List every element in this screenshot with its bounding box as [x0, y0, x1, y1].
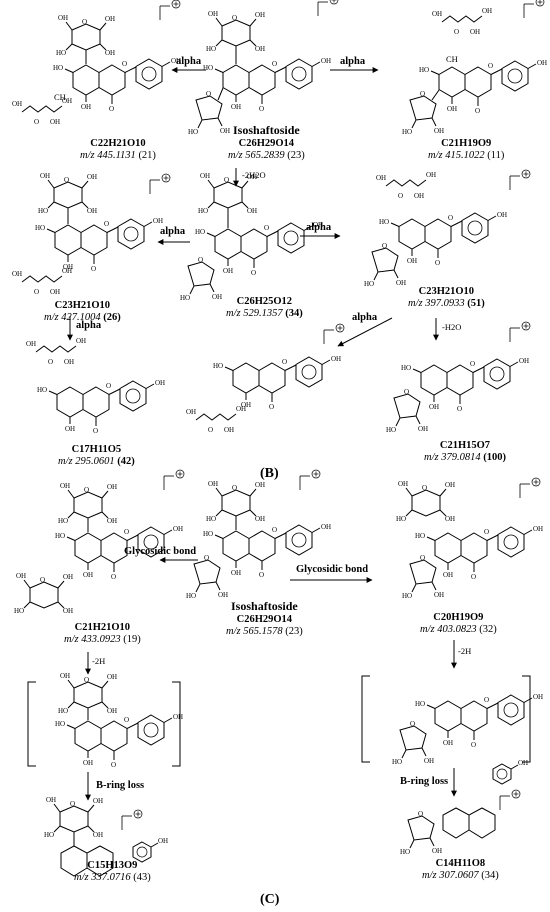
structure-c-left-bracket	[27, 671, 184, 770]
arrows-b	[67, 67, 439, 347]
b-arrow-alpha-midleft: alpha	[160, 226, 186, 237]
b-arrow-minus-h2o: -H2O	[442, 322, 462, 332]
structure-b-bot-right	[385, 321, 531, 435]
b-top-right-intensity: (11)	[487, 150, 505, 162]
b-ch-label-left: CH	[54, 92, 66, 102]
structure-b-mid-left	[11, 171, 171, 297]
b-center-formula: C26H29O14	[238, 137, 295, 149]
b-center-label: Isoshaftoside C26H29O14 m/z 565.2839 (23…	[228, 123, 305, 162]
b-bot-left-mz: m/z 295.0601	[58, 456, 115, 468]
structure-c-left	[13, 469, 185, 616]
c-arrow-glycosidic-right: Glycosidic bond	[296, 564, 369, 575]
b-mid-left-formula: C23H21O10	[54, 300, 111, 311]
b-bot-right-formula: C21H15O7	[439, 440, 491, 451]
structure-c-right	[395, 477, 544, 601]
c-left-final-formula: C15H13O9	[87, 860, 138, 871]
arrows-c	[85, 557, 457, 801]
c-right-final-formula: C14H11O8	[435, 858, 486, 869]
c-arrow-minus-2h-left: -2H	[92, 656, 106, 666]
panel-label-c: (C)	[260, 892, 280, 907]
b-top-left-label: C22H21O10 m/z 445.1131 (21)	[80, 138, 156, 162]
b-arrow-alpha-diag: alpha	[352, 312, 378, 323]
b-mid-right-formula: C23H21O10	[418, 286, 475, 297]
b-mid-center-label: C26H25O12 m/z 529.1357 (34)	[226, 296, 303, 320]
b-mid-center-formula: C26H25O12	[236, 296, 293, 307]
b-bot-left-intensity: (42)	[117, 456, 135, 468]
c-left-label: C21H21O10 m/z 433.0923 (19)	[64, 622, 141, 646]
c-left-formula: C21H21O10	[74, 622, 131, 633]
structure-b-bot-middle	[185, 323, 345, 435]
c-center-mz: m/z 565.1578	[226, 625, 283, 637]
c-center-formula: C26H29O14	[236, 613, 293, 625]
b-mid-center-mz: m/z 529.1357	[226, 308, 283, 320]
structure-c-left-final	[43, 795, 169, 877]
b-arrow-minus-2h2o: -2H2O	[242, 170, 266, 180]
b-bot-left-formula: C17H11O5	[71, 444, 122, 455]
structure-c-right-final	[399, 758, 529, 857]
b-mid-center-intensity: (34)	[285, 308, 303, 320]
b-arrow-alpha-right: alpha	[340, 56, 366, 67]
c-right-final-intensity: (34)	[481, 870, 499, 882]
c-left-intensity: (19)	[123, 634, 141, 646]
b-mid-right-label: C23H21O10 m/z 397.0933 (51)	[408, 286, 485, 310]
b-ch-label-right: CH	[446, 54, 458, 64]
b-top-left-intensity: (21)	[138, 150, 156, 162]
structure-b-top-left	[11, 0, 182, 127]
c-left-final-mz: m/z 337.0716	[74, 872, 131, 884]
structure-c-center	[185, 469, 332, 601]
b-top-left-mz: m/z 445.1131	[80, 150, 136, 162]
b-top-right-formula: C21H19O9	[441, 138, 492, 149]
panel-label-b: (B)	[260, 466, 279, 481]
b-center-name: Isoshaftoside	[233, 123, 300, 137]
c-center-name: Isoshaftoside	[231, 599, 298, 613]
b-center-mz: m/z 565.2839	[228, 149, 285, 161]
c-right-label: C20H19O9 m/z 403.0823 (32)	[420, 612, 497, 636]
b-top-right-mz: m/z 415.1022	[428, 150, 485, 162]
structure-b-top-right	[401, 0, 548, 137]
b-bot-right-intensity: (100)	[483, 452, 506, 464]
c-left-final-label: C15H13O9 m/z 337.0716 (43)	[74, 860, 151, 884]
c-arrow-bring-right: B-ring loss	[400, 776, 449, 787]
c-right-final-label: C14H11O8 m/z 307.0607 (34)	[422, 858, 499, 882]
c-arrow-glycosidic-left: Glycosidic bond	[124, 546, 197, 557]
b-mid-right-mz: m/z 397.0933	[408, 298, 465, 310]
c-arrow-bring-left: B-ring loss	[96, 780, 145, 791]
structure-b-mid-center	[179, 171, 324, 303]
c-left-mz: m/z 433.0923	[64, 634, 121, 646]
b-top-right-label: C21H19O9 m/z 415.1022 (11)	[428, 138, 504, 162]
b-mid-left-label: C23H21O10 m/z 427.1004 (26)	[44, 300, 121, 324]
b-top-left-formula: C22H21O10	[90, 138, 146, 149]
b-bot-right-label: C21H15O7 m/z 379.0814 (100)	[424, 440, 506, 464]
c-right-intensity: (32)	[479, 624, 497, 636]
c-center-label: Isoshaftoside C26H29O14 m/z 565.1578 (23…	[226, 599, 303, 638]
b-mid-left-mz: m/z 427.1004	[44, 312, 101, 324]
b-bot-left-label: C17H11O5 m/z 295.0601 (42)	[58, 444, 135, 468]
structure-c-right-bracket	[361, 675, 544, 767]
b-mid-right-intensity: (51)	[467, 298, 485, 310]
c-left-final-intensity: (43)	[133, 872, 151, 884]
c-center-intensity: (23)	[285, 625, 303, 637]
b-center-intensity: (23)	[287, 149, 305, 161]
b-bot-right-mz: m/z 379.0814	[424, 452, 481, 464]
structure-b-bot-left	[25, 336, 166, 436]
c-right-formula: C20H19O9	[433, 612, 484, 623]
b-mid-left-intensity: (26)	[103, 312, 121, 324]
structure-b-center	[187, 0, 339, 137]
c-right-final-mz: m/z 307.0607	[422, 870, 479, 882]
c-arrow-minus-2h-right: -2H	[458, 646, 472, 656]
b-arrow-alpha-midright: alpha	[306, 222, 332, 233]
structure-b-mid-right	[363, 169, 531, 289]
c-right-mz: m/z 403.0823	[420, 624, 477, 636]
b-arrow-alpha-down: alpha	[76, 320, 102, 331]
b-arrow-alpha-left: alpha	[176, 56, 202, 67]
